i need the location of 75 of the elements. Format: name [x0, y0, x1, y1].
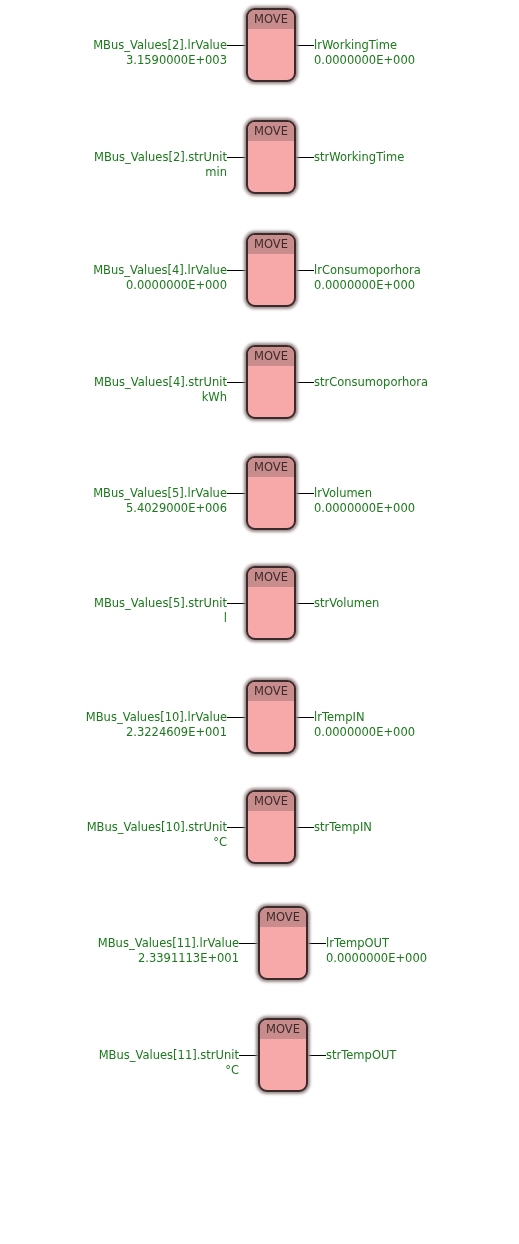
- block-title: MOVE: [248, 792, 294, 811]
- connection-line: [295, 45, 315, 46]
- variable-value: 0.0000000E+000: [326, 951, 428, 966]
- connection-line: [295, 603, 315, 604]
- variable-name: lrVolumen: [314, 486, 373, 501]
- block-title: MOVE: [248, 682, 294, 701]
- variable-name: strVolumen: [314, 596, 380, 611]
- variable-name: lrConsumoporhora: [314, 263, 421, 278]
- block-title: MOVE: [248, 347, 294, 366]
- variable-name: strTempIN: [314, 820, 372, 835]
- connection-line: [226, 270, 247, 271]
- block-title: MOVE: [260, 1020, 306, 1039]
- connection-line: [238, 943, 259, 944]
- function-block: [246, 120, 296, 194]
- variable-value: °C: [224, 1063, 239, 1078]
- connection-line: [226, 493, 247, 494]
- block-title: MOVE: [260, 908, 306, 927]
- variable-name: MBus_Values[2].strUnit: [94, 150, 227, 165]
- connection-line: [226, 382, 247, 383]
- variable-value: 0.0000000E+000: [314, 53, 416, 68]
- function-block: [246, 566, 296, 640]
- variable-value: 2.3224609E+001: [124, 725, 227, 740]
- variable-name: MBus_Values[5].lrValue: [93, 486, 227, 501]
- variable-name: lrTempOUT: [326, 936, 391, 951]
- connection-line: [295, 382, 315, 383]
- variable-value: min: [204, 165, 227, 180]
- connection-line: [295, 270, 315, 271]
- function-block: [258, 1018, 308, 1092]
- variable-name: MBus_Values[4].lrValue: [93, 263, 227, 278]
- function-block: [246, 680, 296, 754]
- variable-value: 0.0000000E+000: [314, 278, 417, 293]
- variable-name: strConsumoporhora: [314, 375, 429, 390]
- function-block: [246, 233, 296, 307]
- variable-name: MBus_Values[11].strUnit: [98, 1048, 239, 1063]
- block-title: MOVE: [248, 235, 294, 254]
- variable-value: 0.0000000E+000: [314, 501, 416, 516]
- variable-name: lrTempIN: [314, 710, 366, 725]
- variable-name: MBus_Values[10].lrValue: [85, 710, 227, 725]
- variable-value: 0.0000000E+000: [124, 278, 227, 293]
- connection-line: [307, 1055, 327, 1056]
- connection-line: [238, 1055, 259, 1056]
- variable-name: MBus_Values[10].strUnit: [86, 820, 227, 835]
- variable-name: MBus_Values[11].lrValue: [97, 936, 239, 951]
- variable-value: l: [222, 611, 227, 626]
- function-block: [246, 345, 296, 419]
- variable-value: 0.0000000E+000: [314, 725, 416, 740]
- variable-value: 2.3391113E+001: [136, 951, 239, 966]
- connection-line: [226, 157, 247, 158]
- connection-line: [295, 827, 315, 828]
- variable-name: strWorkingTime: [314, 150, 405, 165]
- variable-value: kWh: [200, 390, 227, 405]
- connection-line: [295, 157, 315, 158]
- function-block: [246, 8, 296, 82]
- variable-value: 3.1590000E+003: [124, 53, 227, 68]
- variable-value: 5.4029000E+006: [124, 501, 227, 516]
- variable-name: lrWorkingTime: [314, 38, 398, 53]
- block-title: MOVE: [248, 458, 294, 477]
- block-title: MOVE: [248, 568, 294, 587]
- block-title: MOVE: [248, 10, 294, 29]
- variable-name: MBus_Values[5].strUnit: [94, 596, 227, 611]
- connection-line: [226, 717, 247, 718]
- function-block: [246, 456, 296, 530]
- connection-line: [307, 943, 327, 944]
- variable-value: °C: [212, 835, 227, 850]
- connection-line: [295, 493, 315, 494]
- connection-line: [295, 717, 315, 718]
- connection-line: [226, 827, 247, 828]
- block-title: MOVE: [248, 122, 294, 141]
- variable-name: MBus_Values[2].lrValue: [93, 38, 227, 53]
- connection-line: [226, 45, 247, 46]
- connection-line: [226, 603, 247, 604]
- variable-name: strTempOUT: [326, 1048, 397, 1063]
- function-block: [258, 906, 308, 980]
- function-block: [246, 790, 296, 864]
- variable-name: MBus_Values[4].strUnit: [94, 375, 227, 390]
